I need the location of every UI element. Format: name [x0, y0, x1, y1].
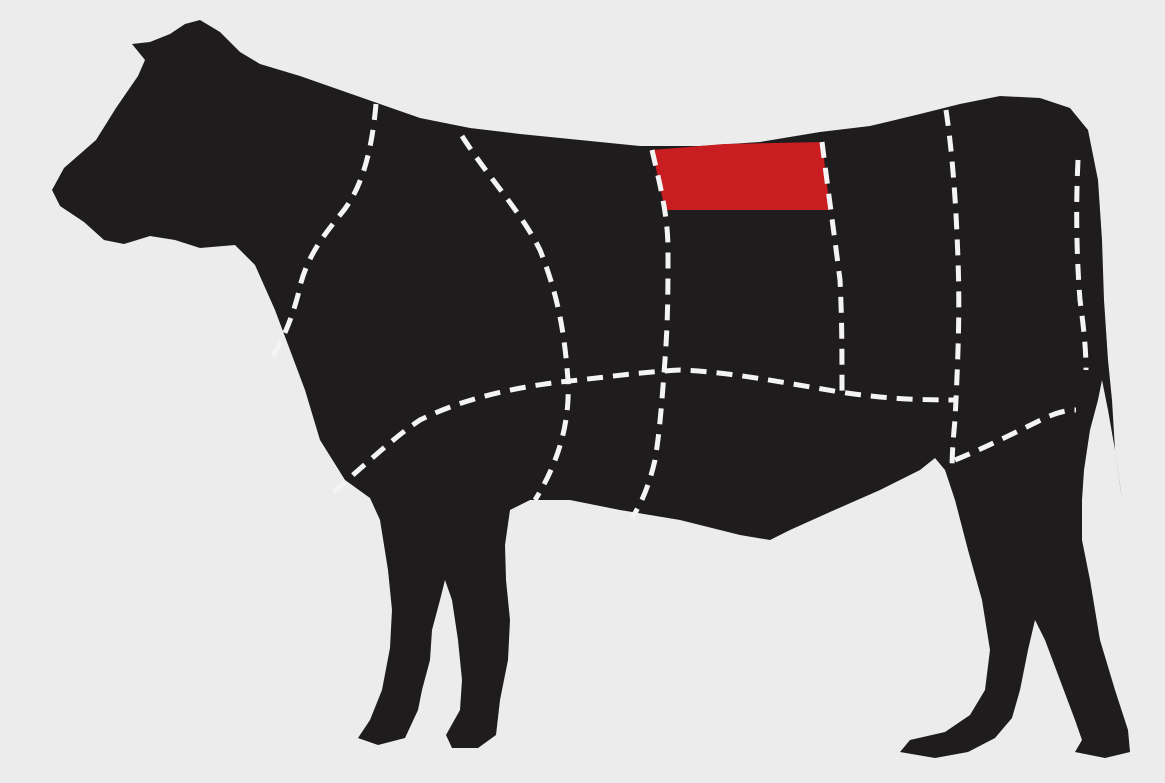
cow-silhouette [52, 20, 1130, 758]
short-loin-highlight [652, 142, 830, 210]
